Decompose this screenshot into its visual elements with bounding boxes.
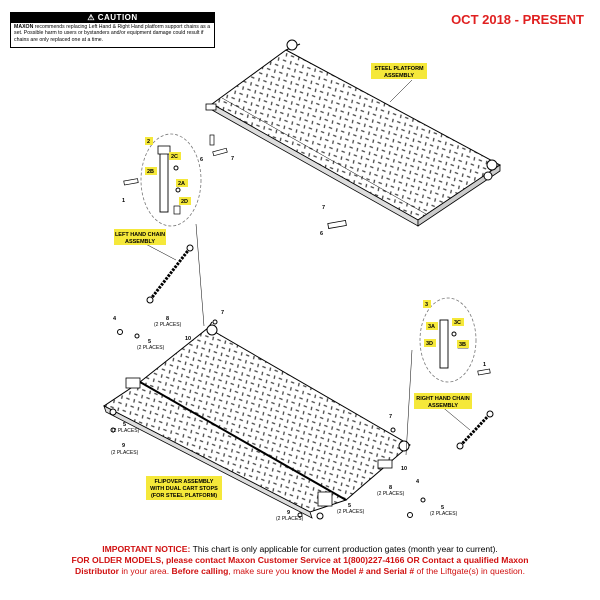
- left-chain: [146, 244, 194, 304]
- notice-liftgate: of the Liftgate(s) in question.: [414, 566, 525, 576]
- left-chain-label-1: LEFT HAND CHAIN: [115, 232, 165, 238]
- callout-8-left: 8: [166, 316, 169, 322]
- caution-message: recommends replacing Left Hand & Right H…: [14, 24, 211, 43]
- callout-1-right: 1: [483, 362, 486, 368]
- callout-7-top: 7: [231, 156, 234, 162]
- places-8-left: (2 PLACES): [154, 322, 182, 328]
- caution-box: ⚠ CAUTION MAXON recommends replacing Lef…: [10, 12, 215, 48]
- notice-model-serial: know the Model # and Serial #: [291, 566, 415, 576]
- places-5-lower-left: (2 PLACES): [112, 428, 140, 434]
- flipover-label-2: WITH DUAL CART STOPS: [150, 486, 218, 492]
- left-chain-label-2: ASSEMBLY: [125, 239, 155, 245]
- callout-1-left: 1: [122, 198, 125, 204]
- callout-6-top: 6: [200, 157, 203, 163]
- caution-brand: MAXON: [14, 24, 34, 30]
- caution-header: ⚠ CAUTION: [11, 13, 214, 23]
- callout-3c: 3C: [454, 320, 461, 326]
- date-range: OCT 2018 - PRESENT: [451, 12, 584, 27]
- places-9-bottom: (2 PLACES): [276, 516, 304, 522]
- callout-2d: 2D: [181, 199, 188, 205]
- callout-9-left: 9: [122, 443, 125, 449]
- notice-make-sure: , make sure you: [228, 566, 292, 576]
- notice-area: in your area.: [118, 566, 172, 576]
- parts-diagram: STEEL PLATFORM ASSEMBLY LEFT HAND CHAIN …: [103, 39, 501, 522]
- callout-4-right: 4: [416, 479, 420, 485]
- right-hinge-detail: [405, 297, 491, 456]
- callout-boxes: [114, 63, 472, 500]
- callout-6-mid: 6: [320, 231, 323, 237]
- places-5-right: (2 PLACES): [430, 511, 458, 517]
- flipover-label-1: FLIPOVER ASSEMBLY: [155, 479, 214, 485]
- notice-line-2: FOR OLDER MODELS, please contact Maxon C…: [71, 555, 529, 565]
- notice-line1-text: This chart is only applicable for curren…: [190, 544, 498, 554]
- warning-icon: ⚠: [87, 13, 95, 22]
- callout-3d: 3D: [426, 341, 433, 347]
- steel-platform: [205, 39, 501, 229]
- callout-7-lower: 7: [221, 310, 224, 316]
- callout-numbers: 1 2 2B 2C 2A 2D 6 7 7 6 4 8 (2 PLACES) 5…: [111, 139, 486, 522]
- small-hardware: [110, 319, 426, 518]
- callout-2b: 2B: [147, 169, 154, 175]
- callout-2c: 2C: [171, 154, 178, 160]
- callout-5-lower-left: 5: [123, 422, 126, 428]
- callout-4-left: 4: [113, 316, 117, 322]
- right-chain: [456, 410, 494, 450]
- places-5-bottom: (2 PLACES): [337, 509, 365, 515]
- callout-3a: 3A: [428, 324, 435, 330]
- flipover-platform: [103, 321, 411, 520]
- steel-platform-label-2: ASSEMBLY: [384, 73, 414, 79]
- callout-7-mid: 7: [322, 205, 325, 211]
- right-chain-label-2: ASSEMBLY: [428, 403, 458, 409]
- caution-text: MAXON recommends replacing Left Hand & R…: [11, 23, 214, 44]
- callout-2: 2: [147, 139, 150, 145]
- notice-line-1: IMPORTANT NOTICE: This chart is only app…: [0, 544, 600, 555]
- notice-distributor: Distributor: [75, 566, 119, 576]
- notice-lead: IMPORTANT NOTICE:: [102, 544, 191, 554]
- callout-3b: 3B: [459, 342, 466, 348]
- places-8-right: (2 PLACES): [377, 491, 405, 497]
- callout-7-right: 7: [389, 414, 392, 420]
- important-notice: IMPORTANT NOTICE: This chart is only app…: [0, 544, 600, 577]
- right-chain-label-1: RIGHT HAND CHAIN: [416, 396, 469, 402]
- notice-line-3: Distributor in your area. Before calling…: [0, 566, 600, 577]
- callout-5-left: 5: [148, 339, 151, 345]
- callout-3: 3: [425, 302, 428, 308]
- callout-8-right: 8: [389, 485, 392, 491]
- callout-10-left: 10: [185, 336, 191, 342]
- flipover-label-3: (FOR STEEL PLATFORM): [151, 493, 217, 499]
- callout-5-right: 5: [441, 505, 444, 511]
- steel-platform-label-1: STEEL PLATFORM: [374, 66, 424, 72]
- callout-2a: 2A: [178, 181, 185, 187]
- left-hinge-detail: [123, 133, 205, 327]
- caution-title: CAUTION: [97, 13, 138, 22]
- notice-before-calling: Before calling: [171, 566, 229, 576]
- places-9-left: (2 PLACES): [111, 450, 139, 456]
- callout-5-bottom: 5: [348, 503, 351, 509]
- callout-9-bottom: 9: [287, 510, 290, 516]
- callout-10-right: 10: [401, 466, 407, 472]
- assembly-labels: STEEL PLATFORM ASSEMBLY LEFT HAND CHAIN …: [115, 66, 470, 499]
- places-5-left: (2 PLACES): [137, 345, 165, 351]
